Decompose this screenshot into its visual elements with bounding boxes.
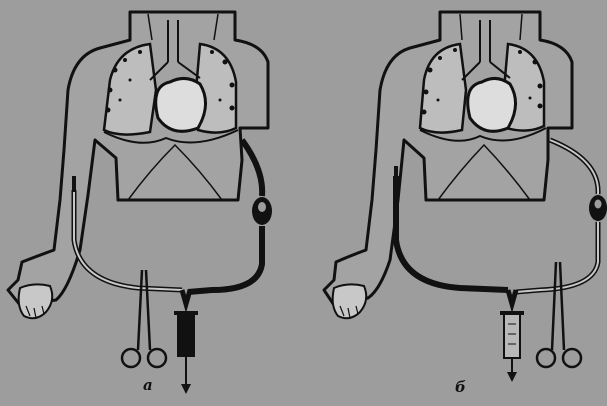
syringe-a	[178, 314, 194, 356]
panel-b: б	[324, 12, 607, 396]
arm-needle-a	[72, 176, 76, 192]
clamp-b	[537, 262, 581, 367]
heart-b	[468, 78, 516, 131]
panel-a: а	[8, 12, 272, 394]
panel-label-b: б	[455, 378, 466, 396]
down-arrow-a	[181, 384, 191, 394]
arm-needle-b	[394, 166, 398, 180]
syringe-b	[504, 314, 520, 358]
heart-a	[156, 78, 206, 131]
down-arrow-b	[507, 372, 517, 382]
arm-tube-a	[74, 190, 182, 290]
panel-label-a: а	[143, 376, 153, 394]
